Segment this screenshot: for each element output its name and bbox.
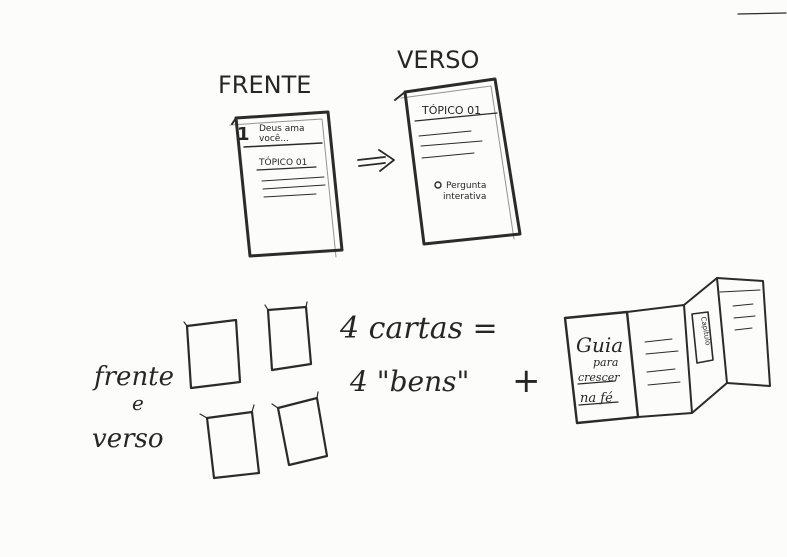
back-card-topic: TÓPICO 01 bbox=[421, 104, 481, 117]
back-card-question-line2: interativa bbox=[443, 192, 486, 202]
small-card-tick bbox=[264, 301, 308, 311]
small-card bbox=[276, 396, 329, 467]
small-card bbox=[205, 410, 261, 480]
guide-edge-line bbox=[719, 289, 761, 293]
foldout-guide: Guia para crescer na fé Capítulo bbox=[563, 277, 771, 425]
front-card-corner bbox=[231, 117, 237, 125]
back-card-text-line bbox=[418, 130, 472, 137]
front-card-outline bbox=[234, 110, 344, 258]
paper-edge-line bbox=[737, 12, 787, 15]
heading-verso: VERSO bbox=[397, 46, 479, 74]
chapter-tab bbox=[691, 311, 714, 364]
back-card-topic-underline bbox=[414, 112, 498, 122]
guide-title-line2: para bbox=[593, 356, 618, 369]
small-card-tick bbox=[271, 391, 319, 409]
front-card: 1 Deus ama você... TÓPICO 01 bbox=[229, 110, 344, 258]
guide-title-line3: crescer bbox=[578, 371, 620, 384]
back-card-corner bbox=[394, 91, 406, 101]
front-card-divider bbox=[243, 142, 323, 148]
front-card-text-line2: você... bbox=[259, 133, 289, 144]
plus-sign: + bbox=[512, 361, 541, 401]
guide-panel-4 bbox=[716, 277, 771, 387]
guide-text-line bbox=[647, 381, 681, 386]
bullet-icon bbox=[434, 181, 442, 189]
small-cards-grid bbox=[183, 301, 329, 480]
front-card-shadow bbox=[229, 118, 337, 258]
small-card-tick bbox=[183, 321, 188, 327]
front-card-number: 1 bbox=[237, 124, 250, 145]
back-card: TÓPICO 01 Pergunta interativa bbox=[394, 77, 522, 246]
front-card-topic: TÓPICO 01 bbox=[258, 156, 307, 168]
chapter-tab-label: Capítulo bbox=[699, 316, 712, 346]
guide-underline bbox=[578, 401, 619, 406]
guide-panel-2 bbox=[626, 304, 693, 418]
heading-frente: FRENTE bbox=[218, 71, 311, 99]
front-card-text-line bbox=[263, 193, 317, 198]
guide-title-line1: Guia bbox=[576, 333, 623, 357]
guide-text-line bbox=[732, 303, 754, 307]
front-card-text-line bbox=[261, 176, 325, 182]
guide-panel-3 bbox=[683, 277, 728, 414]
label-e: e bbox=[132, 391, 144, 415]
count-bens: 4 "bens" bbox=[349, 365, 469, 398]
back-card-text-line bbox=[421, 152, 475, 159]
front-card-text-line bbox=[262, 184, 326, 190]
double-arrow-icon bbox=[357, 149, 395, 172]
back-card-question-line1: Pergunta bbox=[446, 181, 486, 191]
back-card-outline bbox=[403, 77, 522, 246]
count-cartas: 4 cartas = bbox=[339, 311, 498, 346]
front-card-topic-underline bbox=[256, 166, 317, 171]
guide-text-line bbox=[645, 350, 679, 355]
small-card-tick bbox=[199, 404, 255, 419]
back-card-shadow bbox=[400, 85, 515, 240]
label-verso: verso bbox=[92, 424, 164, 454]
back-card-text-line bbox=[420, 140, 483, 147]
guide-text-line bbox=[733, 315, 756, 319]
guide-title-line4: na fé bbox=[580, 391, 613, 406]
guide-text-line bbox=[644, 338, 673, 343]
small-card bbox=[185, 318, 242, 390]
guide-text-line bbox=[646, 368, 676, 373]
side-label: frente e verso bbox=[92, 362, 174, 454]
guide-underline bbox=[577, 380, 616, 385]
small-card bbox=[266, 305, 313, 372]
front-card-text-line1: Deus ama bbox=[259, 124, 305, 134]
guide-text-line bbox=[734, 327, 753, 331]
label-frente: frente bbox=[92, 362, 174, 392]
